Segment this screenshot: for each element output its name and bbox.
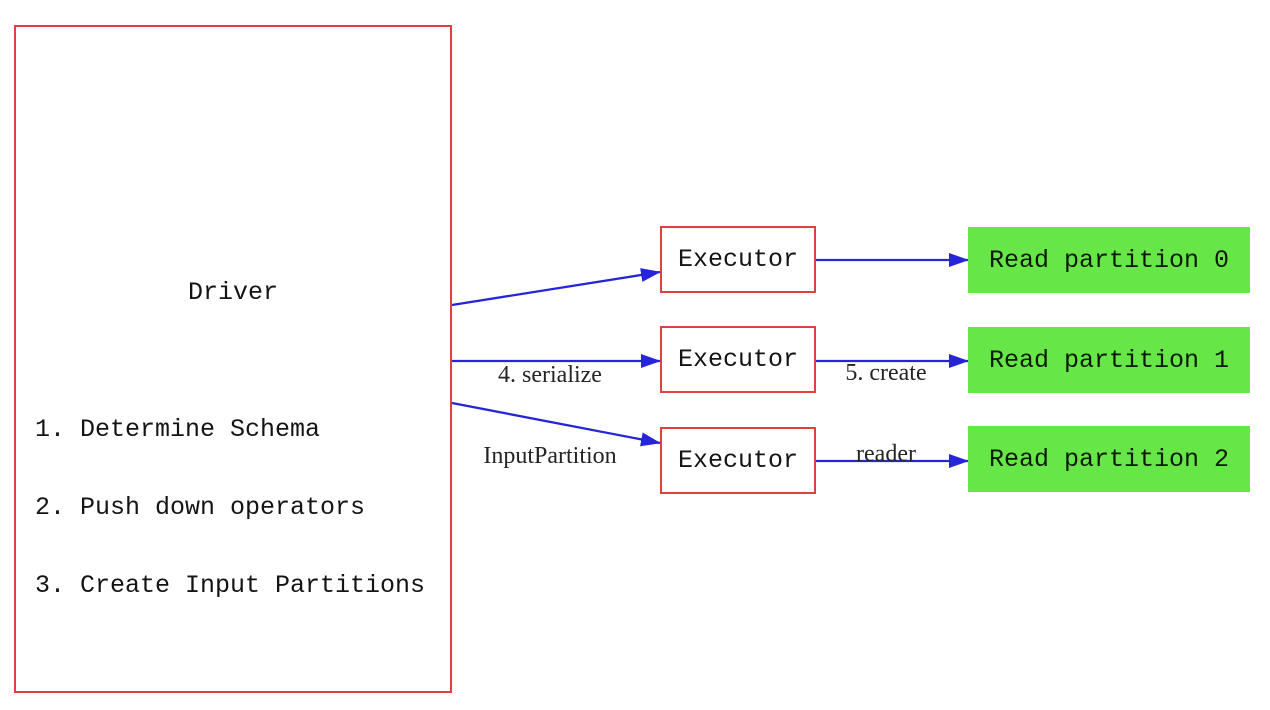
partition-2-label: Read partition 2 (988, 444, 1230, 474)
executor-2-label: Executor (677, 345, 799, 374)
partition-1-label: Read partition 1 (988, 345, 1230, 375)
executor-box-2: Executor (660, 326, 816, 393)
partition-0-label: Read partition 0 (988, 245, 1230, 275)
edge-label-serialize-line-2: InputPartition (483, 443, 617, 469)
arrow-driver-to-executor-1 (451, 268, 661, 307)
driver-step-1: 1. Determine Schema (35, 415, 321, 444)
executor-3-label: Executor (677, 446, 799, 475)
partition-box-0: Read partition 0 (968, 227, 1250, 293)
driver-title: Driver (187, 278, 278, 307)
driver-box (14, 25, 452, 693)
driver-step-2: 2. Push down operators (35, 493, 366, 522)
edge-label-serialize-line-1: 4. serialize (498, 362, 602, 388)
edge-label-create-reader-line-1: 5. create (845, 360, 927, 386)
executor-box-3: Executor (660, 427, 816, 494)
edge-label-serialize: 4. serialize InputPartition (450, 308, 650, 524)
executor-1-label: Executor (677, 245, 799, 274)
driver-step-3: 3. Create Input Partitions (35, 571, 426, 600)
driver-steps: 1. Determine Schema 2. Push down operato… (35, 365, 425, 651)
edge-label-create-reader-line-2: reader (856, 441, 916, 467)
partition-box-2: Read partition 2 (968, 426, 1250, 492)
partition-box-1: Read partition 1 (968, 327, 1250, 393)
edge-label-create-reader: 5. create reader (811, 306, 961, 522)
executor-box-1: Executor (660, 226, 816, 293)
